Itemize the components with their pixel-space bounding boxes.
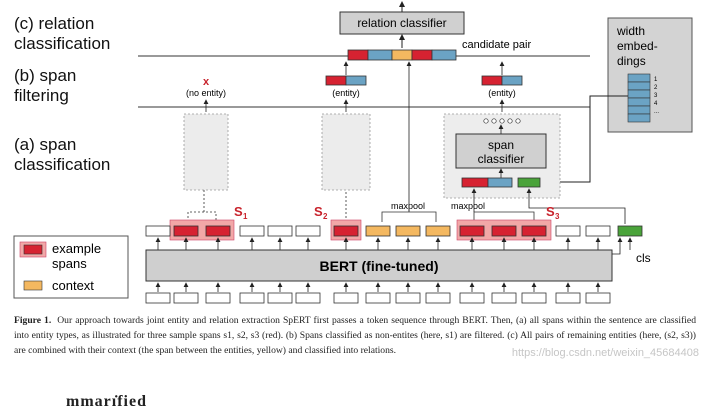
width-embedding-table bbox=[627, 73, 651, 123]
relation-classifier-label: relation classifier bbox=[357, 16, 446, 30]
section-b-label: (b) span filtering bbox=[14, 66, 76, 106]
width-embeddings-line-3: dings bbox=[617, 54, 646, 68]
entity-vector-2 bbox=[325, 75, 367, 86]
bert-input-token bbox=[365, 292, 391, 304]
bert-output-token bbox=[365, 225, 391, 237]
bert-output-token bbox=[617, 225, 643, 237]
bert-output-token bbox=[295, 225, 321, 237]
candidate-pair-label: candidate pair bbox=[462, 39, 531, 51]
caption-label: Figure 1. bbox=[14, 315, 52, 326]
bert-output-tokens bbox=[145, 225, 643, 237]
bert-input-token bbox=[205, 292, 231, 304]
bert-output-token bbox=[239, 225, 265, 237]
entity-label-2: (entity) bbox=[332, 88, 360, 98]
bert-input-token bbox=[173, 292, 199, 304]
section-c-label: (c) relation classification bbox=[14, 14, 110, 54]
width-number-2: 2 bbox=[654, 85, 658, 91]
bert-input-token bbox=[521, 292, 547, 304]
output-neurons bbox=[483, 118, 521, 124]
span-classifier-line-1: span bbox=[488, 138, 514, 152]
cls-to-repr-arrow bbox=[526, 188, 626, 224]
span1-classifier-placeholder bbox=[183, 113, 229, 191]
context-maxpool-bracket bbox=[381, 211, 437, 222]
width-number-5: ... bbox=[654, 109, 659, 115]
width-number-3: 3 bbox=[654, 93, 658, 99]
span2-classifier-placeholder bbox=[321, 113, 371, 191]
bert-output-token bbox=[267, 225, 293, 237]
bert-output-token bbox=[145, 225, 171, 237]
candidate-pair-vector bbox=[347, 49, 457, 61]
bert-input-token bbox=[239, 292, 265, 304]
section-c-line-1: (c) relation bbox=[14, 14, 95, 33]
legend-context-swatch bbox=[23, 280, 43, 291]
bert-input-token bbox=[145, 292, 171, 304]
span1-subscript: 1 bbox=[243, 212, 248, 221]
bert-output-token bbox=[459, 225, 485, 237]
entity-label-3: (entity) bbox=[488, 88, 516, 98]
section-b-line-1: (b) span bbox=[14, 66, 77, 85]
no-entity-mark: x bbox=[203, 76, 210, 88]
architecture-figure: relation classifier candidate pair width… bbox=[13, 1, 693, 304]
maxpool-label-context: maxpool bbox=[391, 201, 425, 211]
bert-input-token bbox=[395, 292, 421, 304]
span-classifier-box bbox=[455, 133, 547, 169]
bert-output-token bbox=[333, 225, 359, 237]
bert-output-token bbox=[425, 225, 451, 237]
cls-arrow bbox=[612, 237, 623, 255]
bert-input-token bbox=[333, 292, 359, 304]
bert-output-token bbox=[521, 225, 547, 237]
span2-subscript: 2 bbox=[323, 212, 328, 221]
bert-output-token bbox=[555, 225, 581, 237]
span3-representation bbox=[461, 177, 541, 188]
bert-input-token bbox=[425, 292, 451, 304]
span3-subscript: 3 bbox=[555, 212, 560, 221]
bert-output-token bbox=[205, 225, 231, 237]
legend-example-line-2: spans bbox=[52, 256, 87, 271]
maxpool-label-span3: maxpool bbox=[451, 201, 485, 211]
span1-label: S bbox=[234, 204, 243, 219]
section-b-line-2: filtering bbox=[14, 86, 69, 105]
section-a-line-2: classification bbox=[14, 155, 111, 174]
span2-label: S bbox=[314, 204, 323, 219]
bert-input-token bbox=[585, 292, 611, 304]
bert-label: BERT (fine-tuned) bbox=[320, 258, 439, 274]
bert-input-tokens bbox=[145, 292, 611, 304]
width-number-4: 4 bbox=[654, 101, 658, 107]
legend-context-label: context bbox=[52, 278, 94, 293]
bert-input-token bbox=[459, 292, 485, 304]
watermark: https://blog.csdn.net/weixin_45684408 bbox=[511, 347, 699, 359]
legend-example-swatch bbox=[23, 244, 43, 255]
bert-output-arrows bbox=[155, 237, 633, 250]
bert-output-token bbox=[395, 225, 421, 237]
span-classifier-line-2: classifier bbox=[478, 152, 525, 166]
section-a-line-1: (a) span bbox=[14, 135, 77, 154]
bert-input-arrows bbox=[155, 282, 601, 292]
bert-input-token bbox=[491, 292, 517, 304]
bert-box bbox=[145, 249, 613, 282]
legend-example-line-1: example bbox=[52, 241, 101, 256]
bert-output-token bbox=[585, 225, 611, 237]
section-a-label: (a) span classification bbox=[14, 135, 110, 175]
entity-vector-3 bbox=[481, 75, 523, 86]
bert-output-token bbox=[173, 225, 199, 237]
bert-input-token bbox=[267, 292, 293, 304]
bert-input-token bbox=[555, 292, 581, 304]
span1-bracket bbox=[187, 211, 217, 222]
cut-off-text: mmarı̇fied bbox=[66, 393, 147, 410]
bert-input-token bbox=[295, 292, 321, 304]
section-c-line-2: classification bbox=[14, 34, 111, 53]
span3-maxpool-bracket bbox=[473, 211, 535, 222]
caption-text: Our approach towards joint entity and re… bbox=[14, 315, 696, 356]
width-embeddings-line-1: width bbox=[616, 24, 645, 38]
width-number-1: 1 bbox=[654, 77, 658, 83]
width-embeddings-line-2: embed- bbox=[617, 39, 658, 53]
span3-label: S bbox=[546, 204, 555, 219]
bert-output-token bbox=[491, 225, 517, 237]
figure-caption: Figure 1.Our approach towards joint enti… bbox=[14, 313, 696, 358]
no-entity-label: (no entity) bbox=[186, 88, 226, 98]
cls-label: cls bbox=[636, 251, 651, 265]
